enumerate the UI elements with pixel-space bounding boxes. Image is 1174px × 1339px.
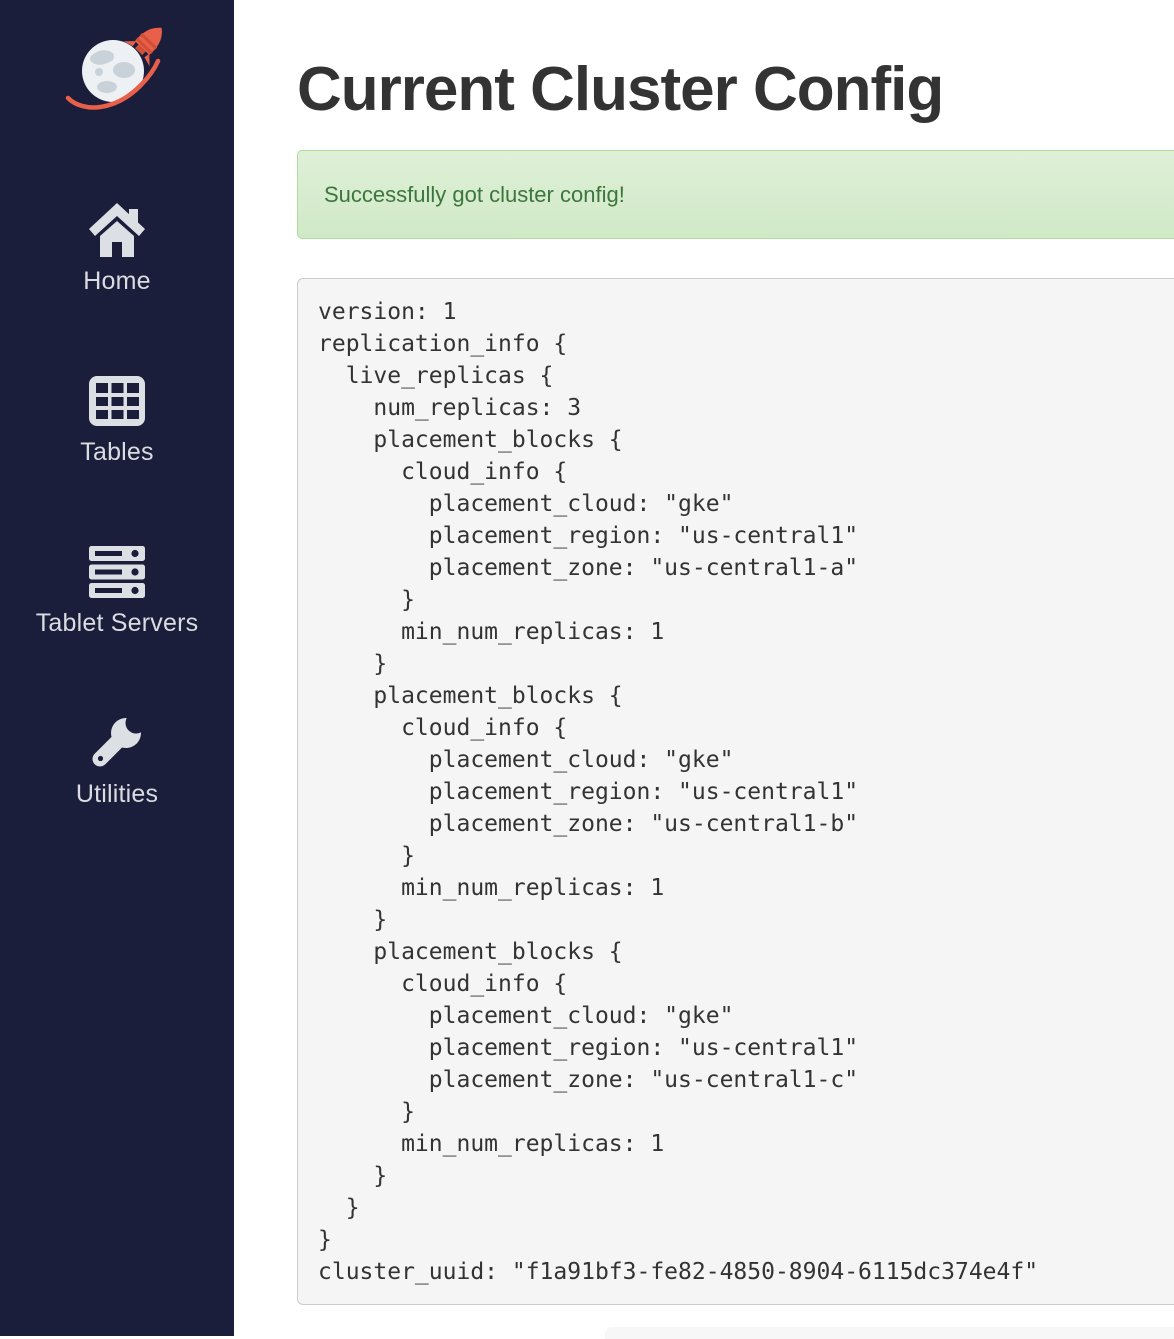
cluster-config-text: version: 1 replication_info { live_repli…: [297, 278, 1174, 1305]
partial-element-below-fold: [605, 1327, 1174, 1339]
sidebar-nav: Home Tables: [0, 202, 234, 886]
sidebar: Home Tables: [0, 0, 234, 1336]
page-title: Current Cluster Config: [297, 56, 1174, 124]
sidebar-item-utilities[interactable]: Utilities: [0, 715, 234, 808]
home-icon: [87, 202, 147, 258]
sidebar-item-label: Home: [83, 267, 151, 295]
wrench-icon: [87, 715, 147, 771]
sidebar-item-label: Utilities: [76, 780, 158, 808]
success-alert: Successfully got cluster config!: [297, 150, 1174, 239]
sidebar-item-tables[interactable]: Tables: [0, 373, 234, 466]
main-content: Current Cluster Config Successfully got …: [234, 0, 1174, 1336]
sidebar-item-label: Tablet Servers: [36, 609, 199, 637]
globe-rocket-logo[interactable]: [63, 22, 171, 112]
sidebar-item-tablet-servers[interactable]: Tablet Servers: [0, 544, 234, 637]
server-stack-icon: [87, 544, 147, 600]
sidebar-item-label: Tables: [80, 438, 153, 466]
table-grid-icon: [87, 373, 147, 429]
success-alert-message: Successfully got cluster config!: [324, 182, 625, 207]
sidebar-item-home[interactable]: Home: [0, 202, 234, 295]
